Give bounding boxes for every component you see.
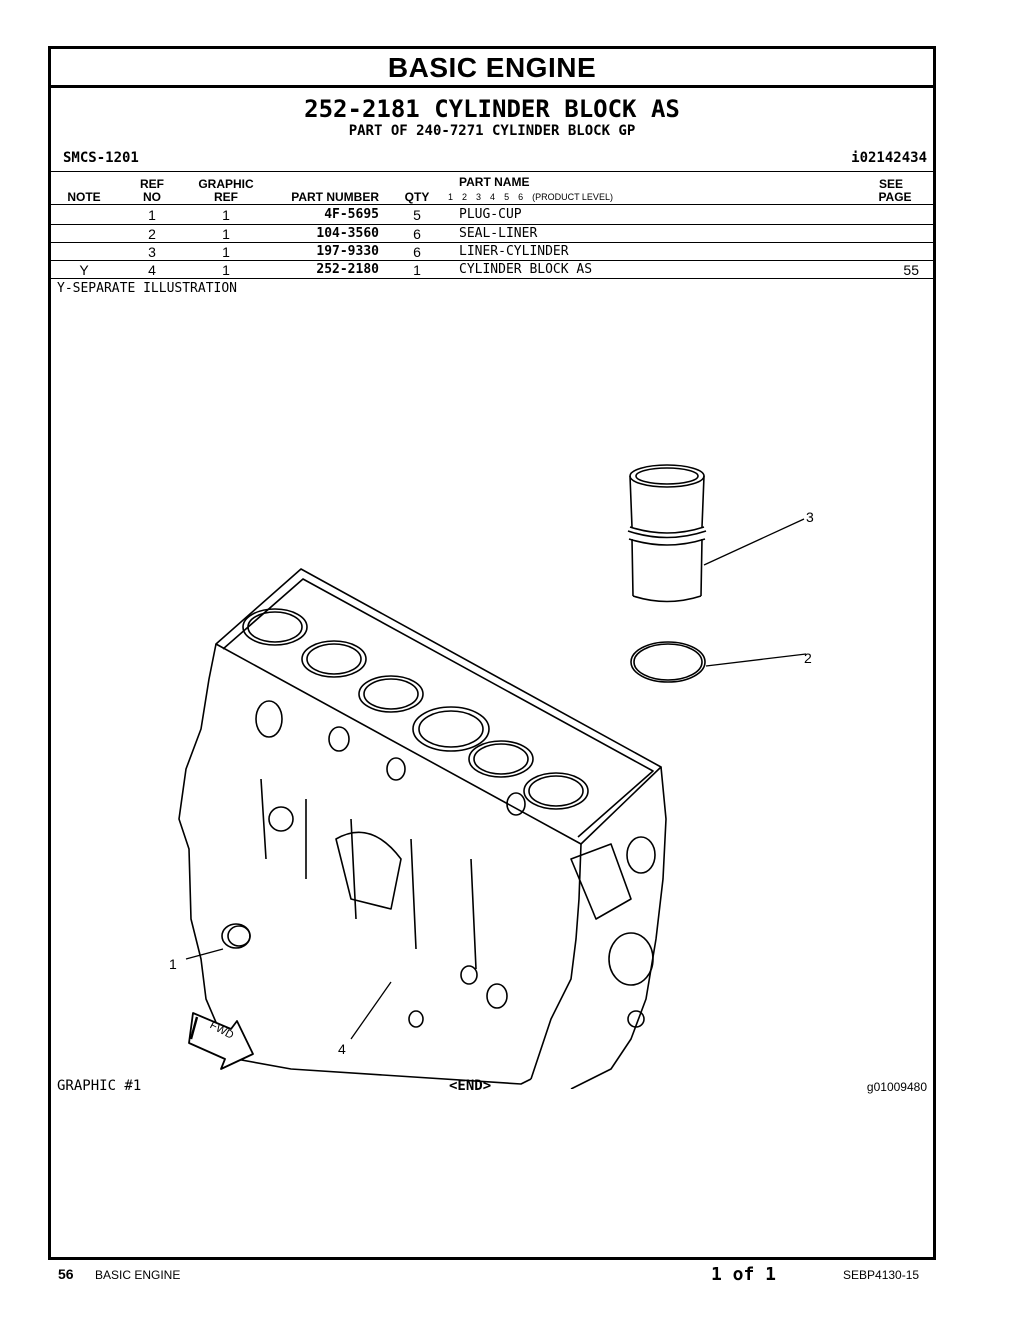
table-row: 1 1 4F-5695 5 PLUG-CUP: [51, 206, 933, 224]
cell-graphic-ref: 1: [222, 244, 230, 260]
row-rule: [51, 260, 933, 261]
cell-part-name: PLUG-CUP: [459, 207, 522, 222]
table-bottom-rule: [51, 278, 933, 279]
cell-qty: 6: [413, 226, 421, 242]
cell-graphic-ref: 1: [222, 262, 230, 278]
header-note: NOTE: [67, 190, 101, 204]
header-qty: QTY: [404, 190, 430, 204]
cell-qty: 6: [413, 244, 421, 260]
cell-ref: 3: [148, 244, 156, 260]
header-see-top: SEE: [878, 177, 903, 191]
product-level: 6: [518, 192, 524, 202]
cylinder-liner: [627, 464, 707, 603]
table-row: 2 1 104-3560 6 SEAL-LINER: [51, 225, 933, 243]
header-part-name: PART NAME: [459, 175, 530, 189]
product-level: 5: [504, 192, 510, 202]
table-row: 3 1 197-9330 6 LINER-CYLINDER: [51, 243, 933, 261]
callout-leader-2: [705, 653, 807, 667]
callout-4: 4: [338, 1041, 346, 1057]
cell-see-page: 55: [903, 262, 919, 278]
header-ref-top: REF: [140, 177, 164, 191]
cell-graphic-ref: 1: [222, 207, 230, 223]
product-level-note: (PRODUCT LEVEL): [532, 192, 613, 202]
cell-qty: 5: [413, 207, 421, 223]
cell-graphic-ref: 1: [222, 226, 230, 242]
cell-part-number: 104-3560: [316, 226, 379, 241]
cell-note: Y: [79, 262, 89, 278]
header-graphic-top: GRAPHIC: [198, 177, 254, 191]
graphic-label: GRAPHIC #1: [57, 1078, 142, 1094]
cell-qty: 1: [413, 262, 421, 278]
table-row: Y 4 1 252-2180 1 CYLINDER BLOCK AS 55: [51, 261, 933, 279]
seal-liner: [630, 641, 706, 683]
exploded-view-illustration: 3 2 1 4 FWD: [169, 464, 814, 1089]
footer-page-number: 56: [58, 1266, 74, 1282]
smcs-code: SMCS-1201: [63, 150, 139, 166]
product-level: 1: [448, 192, 454, 202]
cell-ref: 2: [148, 226, 156, 242]
cell-part-name: SEAL-LINER: [459, 226, 538, 241]
product-level: 3: [476, 192, 482, 202]
callout-1: 1: [169, 956, 177, 972]
table-header-rule: [51, 204, 933, 205]
footer-section: BASIC ENGINE: [95, 1268, 181, 1282]
sub-title: PART OF 240-7271 CYLINDER BLOCK GP: [348, 123, 636, 139]
callout-leader-1: [185, 948, 224, 960]
cylinder-block: [178, 568, 667, 1089]
header-see-bottom: PAGE: [878, 190, 912, 204]
callout-2: 2: [804, 650, 812, 666]
row-rule: [51, 242, 933, 243]
row-rule: [51, 224, 933, 225]
end-label: <END>: [449, 1078, 492, 1094]
product-level: 2: [462, 192, 468, 202]
cell-part-name: CYLINDER BLOCK AS: [459, 262, 593, 277]
section-title-bar: BASIC ENGINE: [51, 49, 933, 88]
header-part-number: PART NUMBER: [291, 190, 379, 204]
footer-doc-number: SEBP4130-15: [843, 1268, 920, 1282]
cell-part-number: 197-9330: [316, 244, 379, 259]
page-footer: 56 BASIC ENGINE 1 of 1 SEBP4130-15: [0, 1264, 1020, 1288]
cell-part-number: 4F-5695: [324, 207, 379, 222]
callout-leader-3: [703, 518, 805, 566]
header-graphic-bottom: REF: [214, 190, 238, 204]
cell-ref: 1: [148, 207, 156, 223]
section-title: BASIC ENGINE: [387, 52, 597, 83]
illustration-id: i02142434: [851, 150, 927, 166]
cell-part-number: 252-2180: [316, 262, 379, 277]
plug-cup: [221, 923, 251, 949]
forward-arrow-icon: [188, 1012, 254, 1070]
footnote: Y-SEPARATE ILLUSTRATION: [57, 281, 238, 296]
block-title: 252-2181 CYLINDER BLOCK AS: [304, 95, 680, 123]
callout-leader-4: [350, 981, 392, 1040]
footer-page-of: 1 of 1: [711, 1264, 777, 1285]
table-top-rule: [51, 171, 933, 172]
parts-page-frame: BASIC ENGINE 252-2181 CYLINDER BLOCK AS …: [48, 46, 936, 1260]
cell-ref: 4: [148, 262, 156, 278]
product-level: 4: [490, 192, 496, 202]
header-ref-bottom: NO: [143, 190, 161, 204]
cell-part-name: LINER-CYLINDER: [459, 244, 569, 259]
graphic-id: g01009480: [866, 1080, 927, 1094]
callout-3: 3: [806, 509, 814, 525]
